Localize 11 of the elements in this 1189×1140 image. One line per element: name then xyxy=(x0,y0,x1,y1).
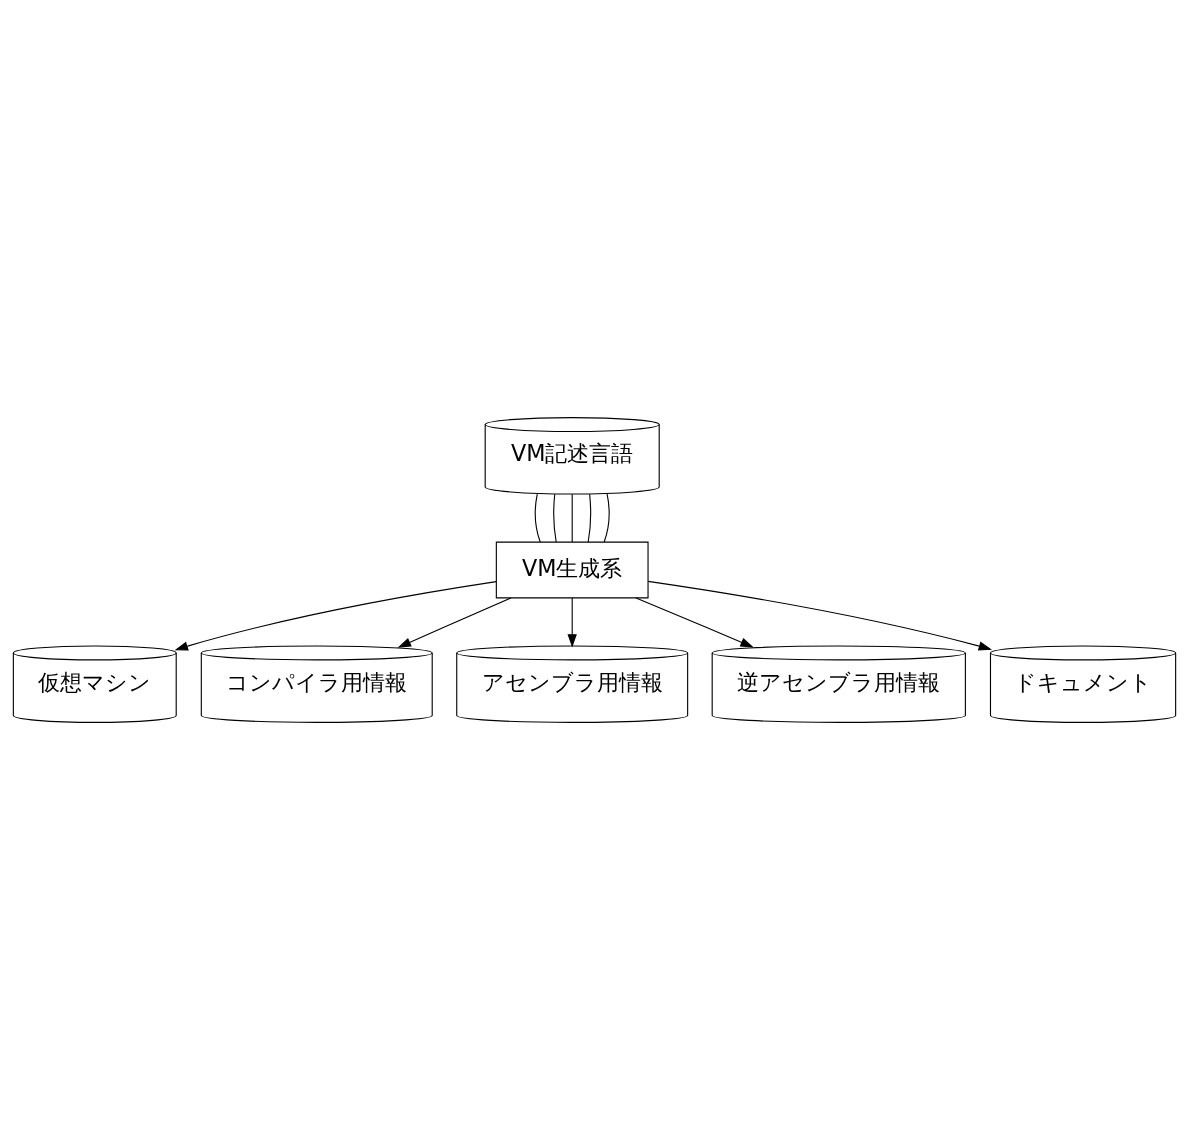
connector xyxy=(603,493,610,543)
arrow xyxy=(647,580,993,651)
arrow xyxy=(635,597,754,648)
arrow xyxy=(567,597,577,648)
connector xyxy=(571,493,573,543)
node-box: VM生成系 xyxy=(495,541,649,599)
connector xyxy=(553,493,557,543)
connector xyxy=(534,493,541,543)
arrow xyxy=(174,581,497,651)
arrow xyxy=(397,597,512,648)
connector xyxy=(587,493,592,543)
